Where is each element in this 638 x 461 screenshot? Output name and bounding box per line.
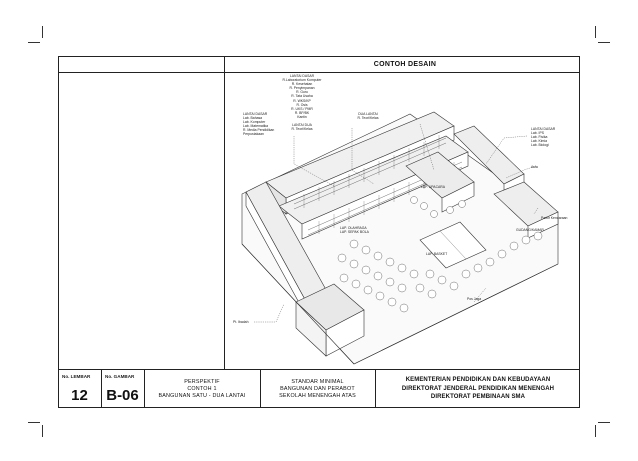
label-lap-basket: LAP. BASKET [426,252,448,256]
crop-mark [598,422,610,423]
label-tempat-ibadah: Pos Jaga [467,297,482,301]
crop-mark [28,422,40,423]
label-gudang: GUDANG/KAMAR [516,228,544,232]
desc-line-3: BANGUNAN SATU - DUA LANTAI [158,392,246,399]
lembar-value: 12 [71,386,88,404]
ministry-line-2: DIREKTORAT JENDERAL PENDIDIKAN MENENGAH [401,385,555,392]
label-upper-left: LANTAI DASAR Lab. Bahasa Lab. Komputer L… [243,112,275,137]
crop-mark [42,26,43,38]
standard-line-3: SEKOLAH MENENGAH ATAS [279,392,356,399]
desc-line-2: CONTOH 1 [187,385,217,392]
label-lap-sepak-bola: LAP. OLAHRAGA LAP. SEPAK BOLA [340,226,369,235]
label-right-list: LANTAI DASAR Lab. IPS Lab. Fisika Lab. K… [531,127,556,148]
header-row [58,56,580,73]
ministry-block: KEMENTERIAN PENDIDIKAN DAN KEBUDAYAAN DI… [376,371,580,407]
site-perspective-drawing [241,111,559,365]
left-panel-divider [224,56,225,369]
crop-mark [42,425,43,437]
tb-div-3 [260,369,261,408]
desc-line-1: PERSPEKTIF [184,378,220,385]
tb-div-1 [101,369,102,408]
gambar-value: B-06 [106,386,139,404]
gambar-label: No. GAMBAR [105,374,135,379]
sheet-frame [58,56,580,408]
crop-mark [28,42,40,43]
crop-mark [595,26,596,38]
crop-mark [595,425,596,437]
crop-mark [598,42,610,43]
tb-div-4 [375,369,376,408]
label-aula: Aula [531,165,538,169]
label-lap-upacara: LAP. UPACARA [421,185,445,189]
label-dua-lantai: DUA LANTAI R. Teori/Kelas [357,112,379,121]
drawing-description: PERSPEKTIF CONTOH 1 BANGUNAN SATU - DUA … [144,371,260,407]
tb-div-2 [144,369,145,408]
standard-description: STANDAR MINIMAL BANGUNAN DAN PERABOT SEK… [260,371,375,407]
title-block-top [58,369,580,370]
standard-line-2: BANGUNAN DAN PERABOT [280,385,355,392]
label-upper-center: LANTAI DASAR R.Laboratorium Komputer R. … [282,74,322,132]
label-pos-jaga: Pt. Ibadah [233,320,249,324]
label-parkir: Parkir Kendaraan [541,216,568,220]
standard-line-1: STANDAR MINIMAL [291,378,344,385]
ministry-line-1: KEMENTERIAN PENDIDIKAN DAN KEBUDAYAAN [405,377,551,384]
page-title: CONTOH DESAIN [373,61,437,68]
lembar-label: No. LEMBAR [62,374,91,379]
ministry-line-3: DIREKTORAT PEMBINAAN SMA [430,394,526,401]
